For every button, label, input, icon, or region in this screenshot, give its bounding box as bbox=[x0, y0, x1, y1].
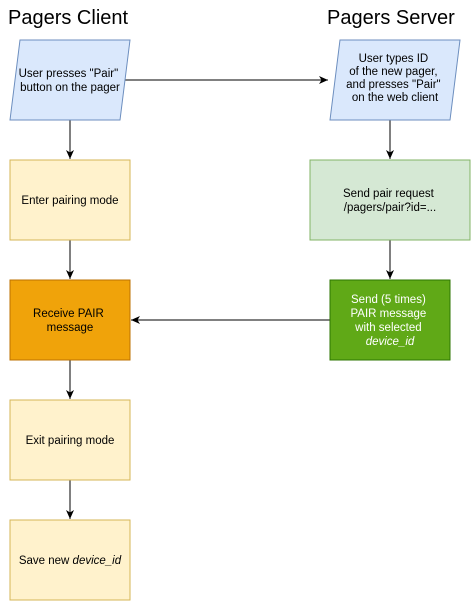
svg-text:User presses "Pair" butt: User presses "Pair" button on the pager bbox=[19, 68, 122, 94]
node-text-line: Send pair request bbox=[343, 188, 435, 200]
node-receive-pair-message: Receive PAIR message bbox=[9, 279, 131, 361]
connectors bbox=[66, 76, 394, 519]
node-text-line: User presses "Pair" bbox=[19, 68, 119, 80]
process-box-action bbox=[329, 279, 451, 361]
node-text-line: Send (5 times) bbox=[351, 294, 426, 306]
process-box-highlighted bbox=[9, 279, 131, 361]
node-exit-pairing-mode: Exit pairing mode bbox=[9, 399, 131, 481]
node-text-line: of the new pager, bbox=[349, 66, 437, 78]
process-box bbox=[9, 519, 131, 601]
node-text-line: message bbox=[47, 322, 94, 334]
svg-text:Receive PAIR message: Receive PAIR message bbox=[33, 308, 107, 334]
node-text-line: Exit pairing mode bbox=[26, 435, 115, 447]
svg-text:Send (5 times) PAIR mess: Send (5 times) PAIR message with selecte… bbox=[350, 294, 429, 348]
node-user-presses-pair: User presses "Pair" button on the pager bbox=[9, 39, 131, 121]
node-text-line: User types ID bbox=[359, 53, 429, 65]
node-save-device-id: Save new device_id bbox=[9, 519, 131, 601]
process-box-server bbox=[309, 159, 471, 241]
client-column-title: Pagers Client bbox=[8, 7, 129, 29]
svg-text:Exit pairing mode: Exit pairing mode bbox=[26, 435, 115, 447]
node-text-line: on the web client bbox=[352, 92, 439, 104]
node-text-emphasis: device_id bbox=[366, 336, 415, 348]
node-send-pair-request: Send pair request /pagers/pair?id=... bbox=[309, 159, 471, 241]
node-text-line: with selected bbox=[354, 322, 421, 334]
svg-text:Enter pairing mode: Enter pairing mode bbox=[21, 195, 118, 207]
process-box bbox=[9, 159, 131, 241]
node-text-line: button on the pager bbox=[20, 82, 120, 94]
svg-text:Save new device_id: Save new device_id bbox=[19, 555, 122, 567]
svg-text:Send pair request /pager: Send pair request /pagers/pair?id=... bbox=[343, 188, 437, 214]
node-text-line: Enter pairing mode bbox=[21, 195, 118, 207]
node-enter-pairing-mode: Enter pairing mode bbox=[9, 159, 131, 241]
node-text-line: Receive PAIR bbox=[33, 308, 104, 320]
node-text-prefix: Save new bbox=[19, 555, 73, 567]
input-shape bbox=[9, 39, 131, 121]
node-text-line: and presses "Pair" bbox=[346, 79, 440, 91]
node-send-pair-message: Send (5 times) PAIR message with selecte… bbox=[329, 279, 451, 361]
node-text-emphasis: device_id bbox=[73, 555, 122, 567]
server-column-title: Pagers Server bbox=[327, 7, 455, 29]
process-box bbox=[9, 399, 131, 481]
node-text-line: /pagers/pair?id=... bbox=[344, 202, 436, 214]
node-user-types-id: User types ID of the new pager, and pres… bbox=[329, 39, 461, 121]
svg-text:User types ID of the new: User types ID of the new pager, and pres… bbox=[346, 53, 444, 104]
input-shape bbox=[329, 39, 461, 121]
node-text-line: PAIR message bbox=[350, 308, 426, 320]
